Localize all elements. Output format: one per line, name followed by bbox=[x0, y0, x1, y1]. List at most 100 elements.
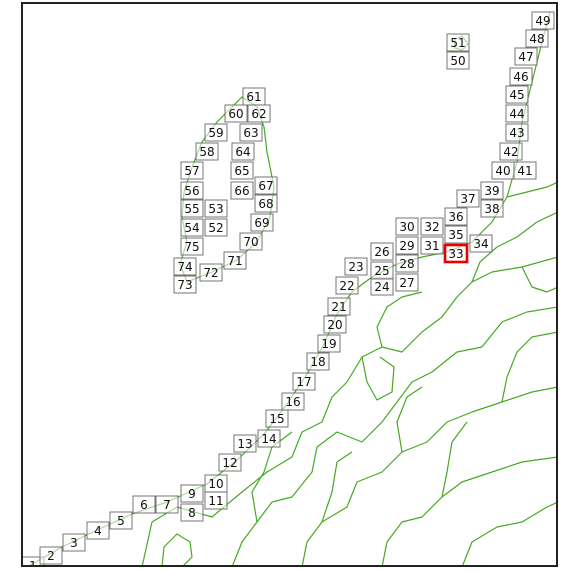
map-tile-29[interactable]: 29 bbox=[395, 236, 419, 255]
map-tile-9[interactable]: 9 bbox=[180, 484, 204, 503]
map-tile-61[interactable]: 61 bbox=[242, 87, 266, 106]
map-tile-46[interactable]: 46 bbox=[509, 67, 533, 86]
tile-frame bbox=[204, 199, 228, 218]
map-tile-68[interactable]: 68 bbox=[254, 194, 278, 213]
map-tile-74[interactable]: 74 bbox=[173, 257, 197, 276]
tile-label: 75 bbox=[184, 240, 199, 254]
map-tile-37[interactable]: 37 bbox=[456, 189, 480, 208]
map-tile-28[interactable]: 28 bbox=[395, 254, 419, 273]
tile-frame bbox=[180, 161, 204, 180]
tile-label: 48 bbox=[529, 32, 544, 46]
tile-label: 18 bbox=[310, 355, 325, 369]
map-tile-43[interactable]: 43 bbox=[505, 123, 529, 142]
map-tile-23[interactable]: 23 bbox=[344, 257, 368, 276]
map-tile-26[interactable]: 26 bbox=[370, 242, 394, 261]
map-tile-7[interactable]: 7 bbox=[155, 495, 179, 514]
map-tile-57[interactable]: 57 bbox=[180, 161, 204, 180]
map-tile-67[interactable]: 67 bbox=[254, 176, 278, 195]
map-tile-21[interactable]: 21 bbox=[327, 297, 351, 316]
map-tile-75[interactable]: 75 bbox=[180, 237, 204, 256]
map-tile-10[interactable]: 10 bbox=[204, 474, 228, 493]
tile-label: 34 bbox=[473, 237, 488, 251]
map-tile-59[interactable]: 59 bbox=[204, 123, 228, 142]
tile-label: 63 bbox=[243, 126, 258, 140]
map-tile-42[interactable]: 42 bbox=[499, 142, 523, 161]
map-tile-4[interactable]: 4 bbox=[86, 521, 110, 540]
map-tile-44[interactable]: 44 bbox=[505, 104, 529, 123]
map-tile-33[interactable]: 33 bbox=[443, 243, 469, 264]
map-tile-47[interactable]: 47 bbox=[514, 47, 538, 66]
map-tile-35[interactable]: 35 bbox=[444, 225, 468, 244]
tile-frame bbox=[23, 556, 45, 565]
map-tile-16[interactable]: 16 bbox=[281, 392, 305, 411]
tile-frame bbox=[173, 257, 197, 276]
map-tile-19[interactable]: 19 bbox=[317, 334, 341, 353]
tile-frame bbox=[505, 85, 529, 104]
map-tile-52[interactable]: 52 bbox=[204, 218, 228, 237]
tile-label: 27 bbox=[399, 276, 414, 290]
map-tile-69[interactable]: 69 bbox=[250, 213, 274, 232]
map-tile-18[interactable]: 18 bbox=[306, 352, 330, 371]
tile-label: 60 bbox=[228, 107, 243, 121]
map-tile-73[interactable]: 73 bbox=[173, 275, 197, 294]
tile-label: 5 bbox=[117, 514, 125, 528]
map-tile-3[interactable]: 3 bbox=[62, 533, 86, 552]
map-tile-14[interactable]: 14 bbox=[257, 429, 281, 448]
tile-label: 41 bbox=[517, 164, 532, 178]
map-tile-13[interactable]: 13 bbox=[233, 434, 257, 453]
tile-label: 44 bbox=[509, 107, 524, 121]
map-tile-54[interactable]: 54 bbox=[180, 218, 204, 237]
tile-frame bbox=[335, 276, 359, 295]
map-tile-58[interactable]: 58 bbox=[195, 142, 219, 161]
tile-label: 42 bbox=[503, 145, 518, 159]
map-tile-48[interactable]: 48 bbox=[525, 29, 549, 48]
tile-frame bbox=[446, 51, 470, 70]
map-tile-60[interactable]: 60 bbox=[224, 104, 248, 123]
map-tile-49[interactable]: 49 bbox=[531, 11, 555, 30]
map-tile-8[interactable]: 8 bbox=[180, 503, 204, 522]
tile-label: 51 bbox=[450, 36, 465, 50]
map-tile-30[interactable]: 30 bbox=[395, 217, 419, 236]
tile-label: 22 bbox=[339, 279, 354, 293]
map-tile-17[interactable]: 17 bbox=[292, 372, 316, 391]
map-tile-72[interactable]: 72 bbox=[199, 263, 223, 282]
map-tile-31[interactable]: 31 bbox=[420, 236, 444, 255]
map-tile-45[interactable]: 45 bbox=[505, 85, 529, 104]
map-tile-34[interactable]: 34 bbox=[469, 234, 493, 253]
tile-frame bbox=[480, 199, 504, 218]
map-tile-11[interactable]: 11 bbox=[204, 491, 228, 510]
map-tile-39[interactable]: 39 bbox=[480, 181, 504, 200]
map-tile-51[interactable]: 51 bbox=[446, 33, 470, 52]
map-tile-1[interactable]: 1 bbox=[23, 556, 45, 567]
tile-frame bbox=[204, 218, 228, 237]
map-tile-22[interactable]: 22 bbox=[335, 276, 359, 295]
map-tile-50[interactable]: 50 bbox=[446, 51, 470, 70]
tile-frame bbox=[62, 533, 86, 552]
map-tile-2[interactable]: 2 bbox=[39, 546, 63, 565]
map-tile-53[interactable]: 53 bbox=[204, 199, 228, 218]
map-tile-55[interactable]: 55 bbox=[180, 199, 204, 218]
map-tile-12[interactable]: 12 bbox=[218, 453, 242, 472]
map-tile-38[interactable]: 38 bbox=[480, 199, 504, 218]
map-tile-65[interactable]: 65 bbox=[230, 161, 254, 180]
map-tile-63[interactable]: 63 bbox=[239, 123, 263, 142]
tile-label: 9 bbox=[188, 487, 196, 501]
map-tile-15[interactable]: 15 bbox=[265, 409, 289, 428]
map-tile-5[interactable]: 5 bbox=[109, 511, 133, 530]
tile-frame bbox=[230, 161, 254, 180]
map-tile-70[interactable]: 70 bbox=[239, 232, 263, 251]
map-tile-6[interactable]: 6 bbox=[132, 495, 156, 514]
map-tile-64[interactable]: 64 bbox=[231, 142, 255, 161]
map-tile-40[interactable]: 40 bbox=[491, 161, 515, 180]
map-tile-41[interactable]: 41 bbox=[513, 161, 537, 180]
map-tile-24[interactable]: 24 bbox=[370, 277, 394, 296]
map-tile-62[interactable]: 62 bbox=[247, 104, 271, 123]
map-tile-56[interactable]: 56 bbox=[180, 181, 204, 200]
map-tile-66[interactable]: 66 bbox=[230, 181, 254, 200]
map-tile-27[interactable]: 27 bbox=[395, 273, 419, 292]
map-tile-32[interactable]: 32 bbox=[420, 217, 444, 236]
map-tile-71[interactable]: 71 bbox=[223, 251, 247, 270]
map-tile-36[interactable]: 36 bbox=[444, 207, 468, 226]
map-tile-20[interactable]: 20 bbox=[323, 315, 347, 334]
map-tile-25[interactable]: 25 bbox=[370, 261, 394, 280]
